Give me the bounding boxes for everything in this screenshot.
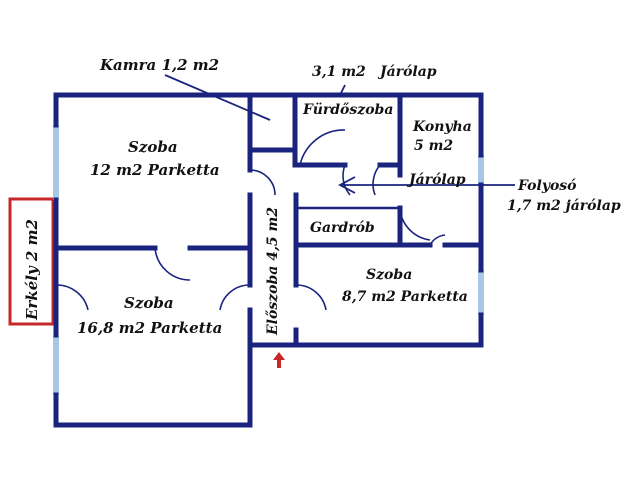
- label-gardrob: Gardrób: [310, 220, 375, 236]
- doors: [55, 129, 446, 311]
- label-folyoso: Folyosó: [517, 178, 577, 194]
- label-konyha: Konyha: [412, 119, 472, 135]
- label-jarolap-top: Járólap: [377, 64, 437, 80]
- label-jarolap-mid: Járólap: [406, 172, 466, 188]
- label-folyoso-area: 1,7 m2 járólap: [507, 198, 621, 214]
- label-eloszoba: Előszoba 4,5 m2: [265, 207, 281, 336]
- entry-arrow-icon: [273, 352, 285, 368]
- label-szoba3: Szoba: [124, 294, 174, 312]
- label-szoba3-area: 16,8 m2 Parketta: [77, 319, 222, 337]
- label-szoba2: Szoba: [366, 267, 412, 283]
- label-konyha-area: 5 m2: [414, 138, 453, 154]
- interior-walls: [53, 92, 484, 348]
- label-szoba1-area: 12 m2 Parketta: [90, 161, 220, 179]
- label-szoba1: Szoba: [128, 138, 178, 156]
- label-szoba2-area: 8,7 m2 Parketta: [342, 289, 468, 305]
- label-jarolap-top-area: 3,1 m2: [312, 64, 366, 80]
- label-erkely: Erkély 2 m2: [23, 219, 41, 321]
- balcony-outline: [8, 197, 55, 326]
- outer-walls: [53, 92, 484, 428]
- label-kamra: Kamra 1,2 m2: [99, 56, 219, 74]
- label-furdoszoba: Fürdőszoba: [302, 102, 393, 118]
- label-pointers: [164, 74, 515, 194]
